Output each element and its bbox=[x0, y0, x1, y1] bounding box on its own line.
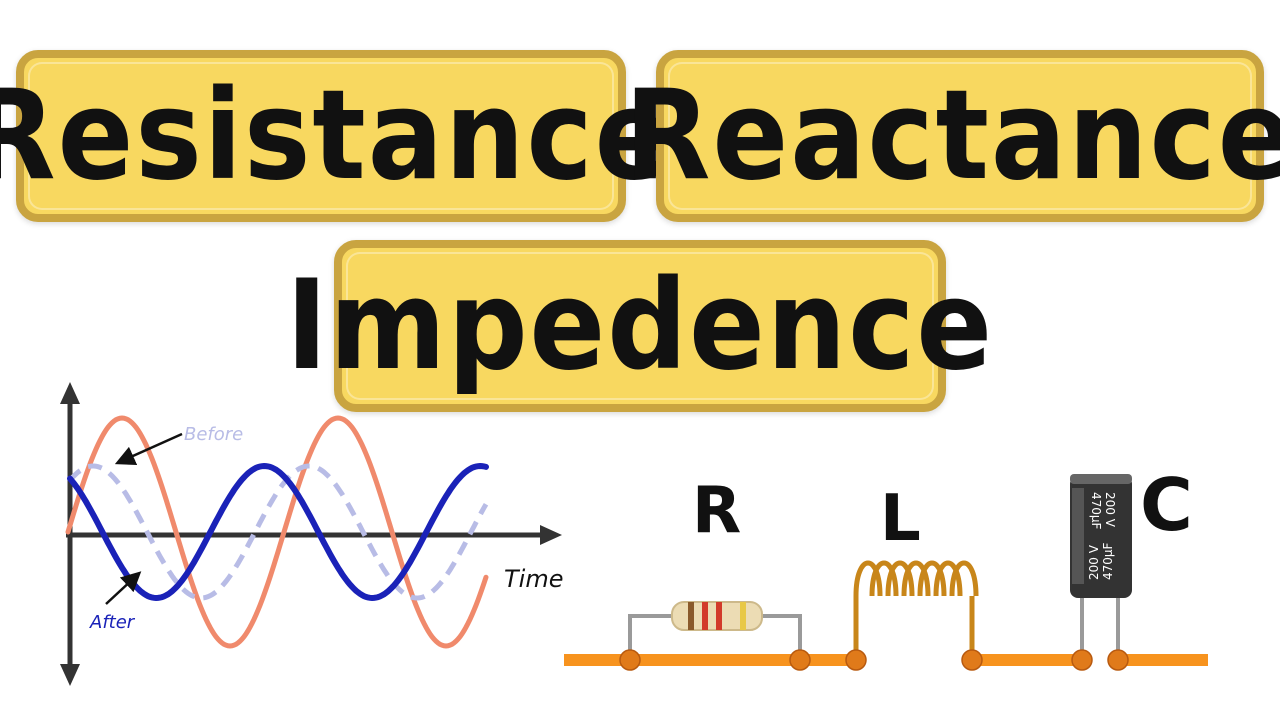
resistance-title: Resistance bbox=[0, 64, 673, 208]
wire-segment bbox=[1112, 654, 1208, 666]
impedence-title-box: Impedence bbox=[286, 240, 992, 412]
resistance-title-box: Resistance bbox=[0, 50, 670, 222]
before-wave bbox=[68, 463, 489, 601]
capacitor-polarity-stripe bbox=[1072, 488, 1084, 584]
capacitor-marking: 470µF bbox=[1089, 492, 1103, 530]
resistor-band bbox=[716, 602, 722, 630]
capacitor-body bbox=[1070, 476, 1132, 598]
capacitor: 200 V 470µF 200 V 470µF bbox=[1070, 474, 1132, 660]
after-label: After bbox=[89, 612, 136, 633]
time-label: Time bbox=[504, 565, 563, 593]
solder-joint bbox=[1107, 649, 1129, 671]
y-axis-arrow-down-icon bbox=[60, 664, 80, 686]
resistor-lead bbox=[628, 614, 678, 660]
waveform-graph: Before After Time bbox=[60, 382, 563, 686]
resistor bbox=[671, 601, 763, 631]
before-pointer-arrow bbox=[114, 432, 183, 466]
solder-joint bbox=[845, 649, 867, 671]
resistor-band bbox=[688, 602, 694, 630]
solder-joint bbox=[619, 649, 641, 671]
wire-segment bbox=[806, 654, 858, 666]
reactance-title-box: Reactance bbox=[625, 50, 1280, 222]
reactance-title: Reactance bbox=[624, 64, 1280, 208]
before-label: Before bbox=[184, 424, 243, 445]
solder-joint bbox=[961, 649, 983, 671]
wire-segment bbox=[564, 654, 812, 666]
capacitor-marking: 200 V bbox=[1103, 492, 1117, 528]
after-pointer-arrow bbox=[105, 571, 142, 605]
inductor-coil bbox=[853, 560, 979, 597]
resistor-band bbox=[740, 602, 746, 630]
inductor-label: L bbox=[880, 482, 921, 556]
y-axis-arrow-up-icon bbox=[60, 382, 80, 404]
resistor-band bbox=[702, 602, 708, 630]
resistor-label: R bbox=[692, 474, 741, 548]
inductor bbox=[853, 560, 979, 660]
rlc-circuit: R L 200 V 470µF 200 V 470µF C bbox=[564, 463, 1208, 671]
capacitor-marking: 470µF bbox=[1101, 542, 1115, 580]
capacitor-label: C bbox=[1140, 463, 1193, 547]
reference-wave bbox=[65, 415, 489, 649]
solder-joint bbox=[789, 649, 811, 671]
wire-segment bbox=[966, 654, 1090, 666]
solder-joint bbox=[1071, 649, 1093, 671]
resistor-lead bbox=[756, 614, 802, 660]
x-axis-arrow-icon bbox=[540, 525, 562, 545]
solder-joints bbox=[619, 649, 1129, 671]
impedence-title: Impedence bbox=[285, 254, 995, 398]
capacitor-top bbox=[1070, 474, 1132, 484]
capacitor-marking: 200 V bbox=[1087, 544, 1101, 580]
